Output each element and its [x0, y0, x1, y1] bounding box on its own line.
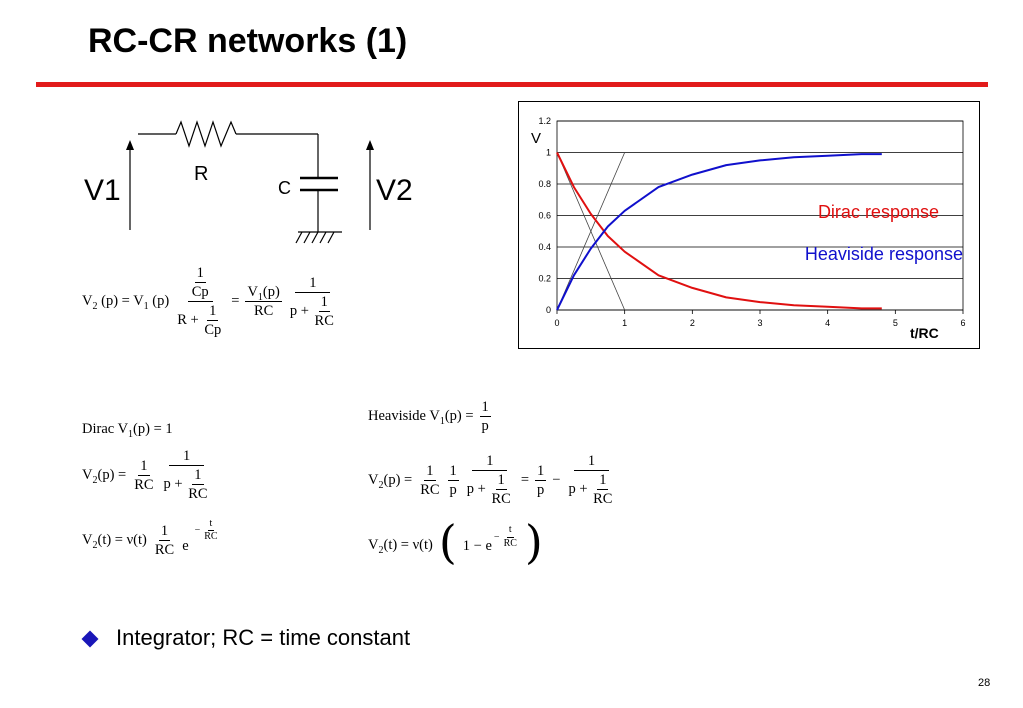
- v2-label: V2: [376, 174, 413, 207]
- x-tick-label: 0: [554, 318, 559, 328]
- v1-arrow-head: [126, 140, 134, 150]
- bullet-text: Integrator; RC = time constant: [116, 625, 411, 650]
- x-tick-label: 5: [893, 318, 898, 328]
- y-tick-label: 1: [546, 148, 551, 158]
- v1-label: V1: [84, 174, 121, 207]
- y-tick-label: 0.8: [538, 179, 551, 189]
- y-axis-label: V: [531, 130, 541, 147]
- y-tick-label: 0: [546, 305, 551, 315]
- x-tick-label: 4: [825, 318, 830, 328]
- v2-arrow-head: [366, 140, 374, 150]
- dirac-input-equation: Dirac V1(p) = 1: [82, 421, 173, 440]
- x-tick-label: 2: [690, 318, 695, 328]
- x-tick-label: 3: [757, 318, 762, 328]
- ground-hatch: [295, 231, 335, 244]
- title-rule: [36, 82, 988, 87]
- response-chart: 0 0.2 0.4 0.6 0.8 1 1.2 0 1 2 3 4 5 6 V t/RC Dirac re…: [518, 101, 980, 349]
- capacitor-label: C: [278, 178, 291, 198]
- resistor-label: R: [194, 163, 208, 185]
- y-tick-label: 0.6: [538, 211, 551, 221]
- x-tick-label: 1: [622, 318, 627, 328]
- resistor: [175, 120, 237, 148]
- y-tick-label: 1.2: [538, 116, 551, 126]
- dirac-response-line: [556, 152, 882, 310]
- slide-title: RC-CR networks (1): [88, 22, 408, 60]
- rc-circuit-diagram: V1 R C V2: [84, 120, 413, 244]
- x-tick-label: 6: [960, 318, 965, 328]
- tangent-line: [556, 152, 626, 311]
- legend-heaviside: Heaviside response: [805, 244, 963, 264]
- page-number: 28: [978, 677, 991, 689]
- x-axis-label: t/RC: [910, 325, 939, 341]
- response-chart-svg: 0 0.2 0.4 0.6 0.8 1 1.2 0 1 2 3 4 5 6 V t/RC Dirac re…: [531, 116, 966, 341]
- heaviside-response-line: [556, 153, 882, 311]
- y-tick-label: 0.4: [538, 242, 551, 252]
- y-tick-label: 0.2: [538, 274, 551, 284]
- bullet-diamond-icon: [81, 630, 99, 648]
- legend-dirac: Dirac response: [818, 202, 939, 222]
